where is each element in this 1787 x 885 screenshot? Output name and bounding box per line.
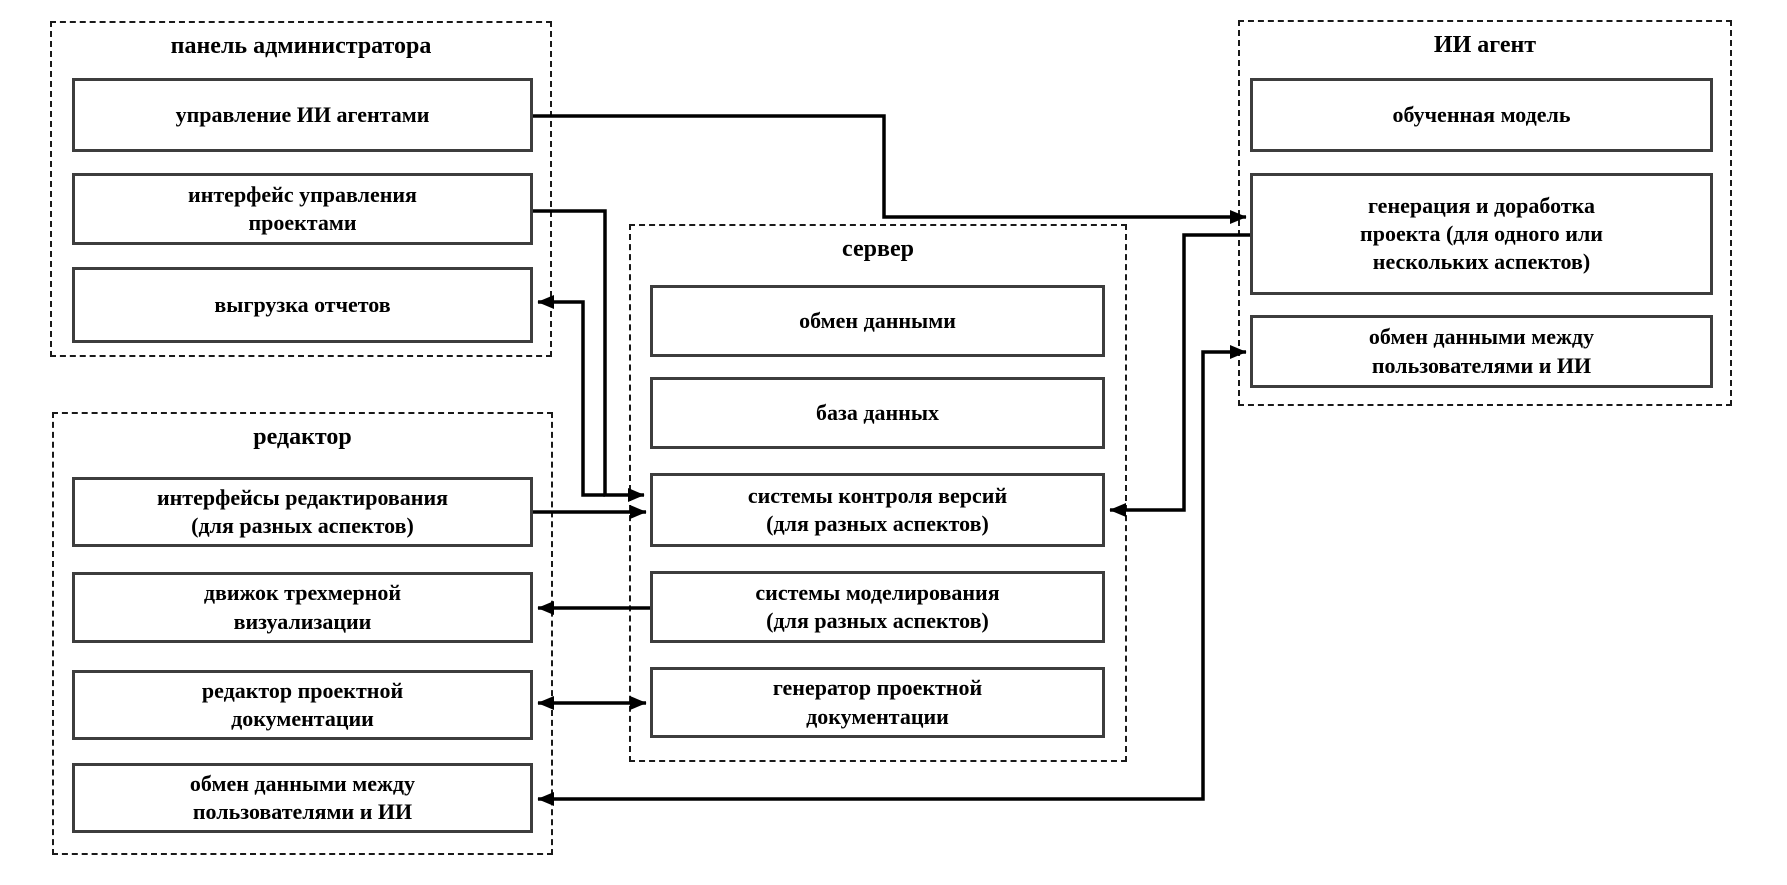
node-project-generation: генерация и доработка проекта (для одног… [1250,173,1713,295]
node-ai-agents-management: управление ИИ агентами [72,78,533,152]
node-data-exchange: обмен данными [650,285,1105,357]
node-ai-data-exchange: обмен данными между пользователями и ИИ [1250,315,1713,388]
node-modeling-systems: системы моделирования (для разных аспект… [650,571,1105,643]
node-project-doc-editor: редактор проектной документации [72,670,533,740]
node-trained-model: обученная модель [1250,78,1713,152]
node-version-control-systems: системы контроля версий (для разных аспе… [650,473,1105,547]
group-admin-panel: панель администратора [50,21,552,357]
node-report-export: выгрузка отчетов [72,267,533,343]
group-admin-panel-title: панель администратора [170,33,432,59]
node-project-management-interface: интерфейс управления проектами [72,173,533,245]
node-database: база данных [650,377,1105,449]
group-ai-agent-title: ИИ агент [1433,32,1537,58]
node-editor-data-exchange: обмен данными между пользователями и ИИ [72,763,533,833]
node-project-doc-generator: генератор проектной документации [650,667,1105,738]
node-editing-interfaces: интерфейсы редактирования (для разных ас… [72,477,533,547]
arrow-generation-to-version-control [1109,233,1250,517]
group-server-title: сервер [842,236,914,262]
group-editor-title: редактор [253,424,352,450]
arrow-ai-management-to-generation [533,114,1247,224]
node-3d-visualization-engine: движок трехмерной визуализации [72,572,533,643]
